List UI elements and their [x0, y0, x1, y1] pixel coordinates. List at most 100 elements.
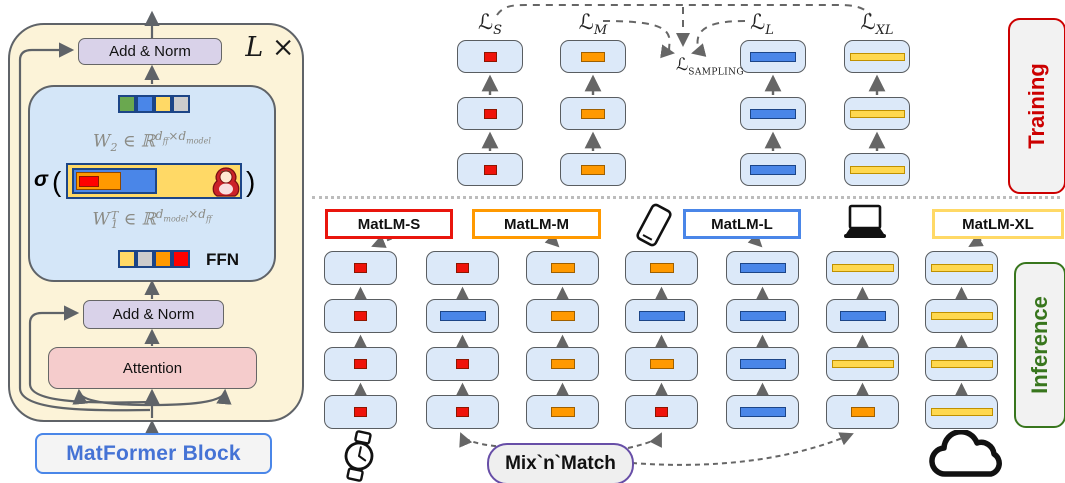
ffn-output-token-squares [118, 95, 190, 113]
inference-block-col4-row2 [625, 299, 698, 333]
granularity-bar-s [483, 108, 497, 119]
inference-block-col2-row1 [426, 251, 499, 285]
granularity-bar-l [750, 108, 796, 119]
granularity-bar-l [739, 407, 786, 417]
inference-block-col7-row2 [925, 299, 998, 333]
inference-block-col3-row3 [526, 347, 599, 381]
granularity-bar-xl [930, 408, 993, 416]
loss-sampling-label: ℒSAMPLING [676, 55, 744, 78]
layer-repeat-label: L × [245, 32, 295, 63]
training-section-label: Training [1008, 18, 1065, 194]
training-block-col3-row2 [740, 97, 806, 130]
granularity-bar-s [456, 359, 469, 369]
granularity-bar-xl [849, 165, 905, 174]
paren-open: ( [52, 166, 62, 197]
tag-matlm-xl: MatLM-XL [932, 209, 1064, 239]
granularity-bar-m [850, 407, 875, 417]
inference-block-col5-row2 [726, 299, 799, 333]
training-block-col4-row2 [844, 97, 910, 130]
training-block-col1-row1 [457, 40, 523, 73]
inference-block-col2-row2 [426, 299, 499, 333]
watch-icon [344, 430, 374, 482]
inference-block-col4-row1 [625, 251, 698, 285]
granularity-bar-s [483, 164, 497, 175]
laptop-icon [844, 204, 886, 238]
attention-box: Attention [48, 347, 257, 389]
granularity-bar-s [354, 359, 367, 369]
inference-block-col1-row3 [324, 347, 397, 381]
granularity-bar-xl [849, 109, 905, 118]
granularity-bar-l [739, 263, 786, 273]
training-block-col2-row2 [560, 97, 626, 130]
loss-top-connector [496, 4, 872, 16]
add-norm-bottom-box: Add & Norm [83, 300, 224, 329]
add-norm-top-box: Add & Norm [78, 38, 222, 65]
token-square [154, 95, 172, 113]
token-square [136, 95, 154, 113]
inference-block-col7-row3 [925, 347, 998, 381]
granularity-bar-m [550, 311, 575, 321]
loss-m-label: ℒM [578, 10, 608, 39]
mix-to-col4-arrow [627, 432, 662, 449]
granularity-bar-m [581, 108, 605, 119]
inference-block-col5-row4 [726, 395, 799, 429]
granularity-bar-l [739, 311, 786, 321]
training-block-col2-row1 [560, 40, 626, 73]
granularity-bar-s [456, 263, 469, 273]
granularity-bar-m [550, 263, 575, 273]
loss-l-label: ℒL [750, 10, 774, 39]
inference-block-col3-row2 [526, 299, 599, 333]
granularity-bar-xl [930, 360, 993, 368]
token-square [172, 95, 190, 113]
inference-block-col1-row1 [324, 251, 397, 285]
granularity-bar-xl [930, 264, 993, 272]
granularity-bar-s [655, 407, 668, 417]
training-inference-separator [312, 196, 1060, 199]
loss-s-label: ℒS [477, 10, 503, 39]
inference-block-col5-row3 [726, 347, 799, 381]
tag-matlm-m: MatLM-M [472, 209, 601, 239]
granularity-bar-l [839, 311, 886, 321]
granularity-bar-m [581, 51, 605, 62]
inference-section-label: Inference [1014, 262, 1065, 428]
granularity-bar-m [581, 164, 605, 175]
inference-block-col6-row3 [826, 347, 899, 381]
w2-formula: W2 ∈ ℝdff×dmodel [93, 129, 211, 155]
cloud-icon [929, 430, 1002, 477]
tag-matlm-s: MatLM-S [325, 209, 453, 239]
inference-block-col1-row2 [324, 299, 397, 333]
token-square [172, 250, 190, 268]
granularity-bar-s [354, 263, 367, 273]
granularity-bar-xl [930, 312, 993, 320]
matformer-block-caption: MatFormer Block [35, 433, 272, 474]
ffn-label: FFN [206, 250, 240, 269]
phone-icon [636, 203, 672, 247]
inference-block-col2-row4 [426, 395, 499, 429]
inference-block-col3-row4 [526, 395, 599, 429]
training-block-col4-row3 [844, 153, 910, 186]
granularity-bar-s [354, 407, 367, 417]
granularity-bar-m [550, 359, 575, 369]
granularity-bar-l [750, 164, 796, 175]
granularity-bar-m [550, 407, 575, 417]
inference-block-col7-row1 [925, 251, 998, 285]
granularity-bar-l [439, 311, 486, 321]
inference-block-col3-row1 [526, 251, 599, 285]
granularity-bar-m [649, 263, 674, 273]
training-block-col3-row3 [740, 153, 806, 186]
granularity-bar-s [456, 407, 469, 417]
training-block-col3-row1 [740, 40, 806, 73]
token-square [136, 250, 154, 268]
inference-block-col5-row1 [726, 251, 799, 285]
inference-block-col6-row2 [826, 299, 899, 333]
granularity-bar-xl [831, 360, 894, 368]
granularity-bar-l [739, 359, 786, 369]
granularity-bar-m [649, 359, 674, 369]
paren-close: ) [246, 166, 256, 197]
loss-xl-label: ℒXL [860, 10, 894, 39]
granularity-bar-xl [849, 52, 905, 61]
token-square [118, 250, 136, 268]
granularity-bar-s [354, 311, 367, 321]
